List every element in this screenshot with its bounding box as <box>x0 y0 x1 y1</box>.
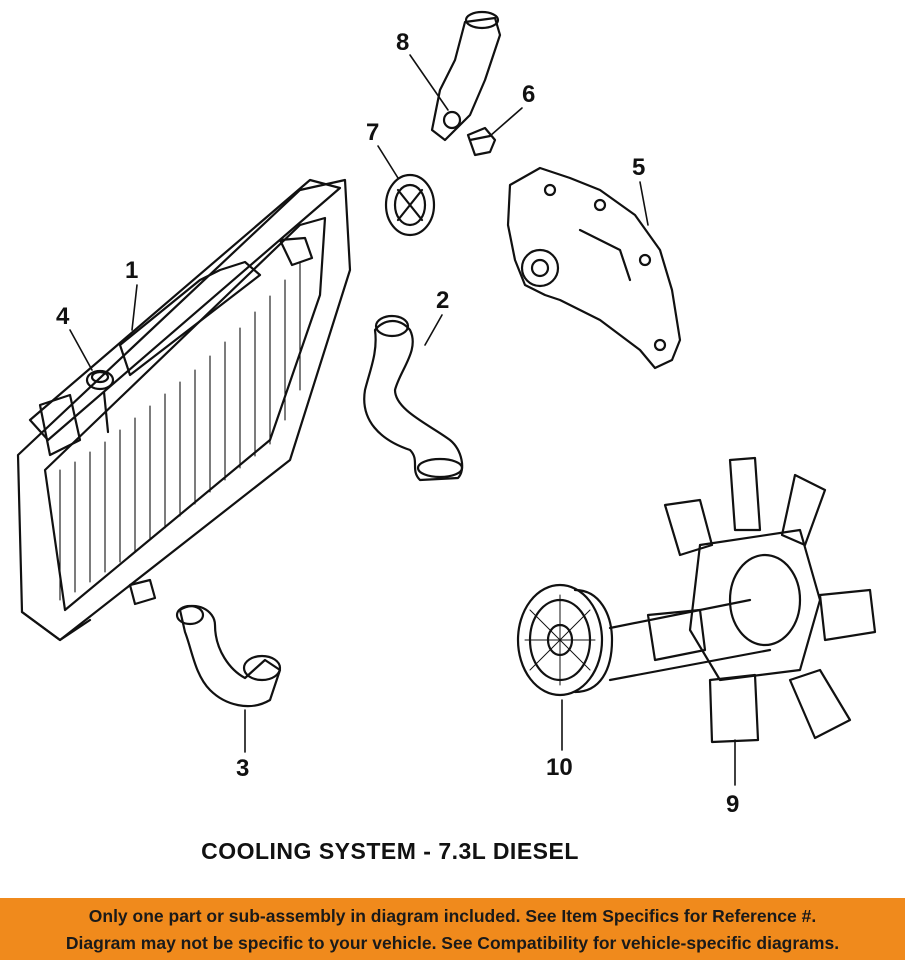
thermostat-icon <box>384 173 436 237</box>
fan-clutch-icon <box>516 583 614 697</box>
part-label-9: 9 <box>726 791 739 818</box>
disclaimer-banner: Only one part or sub-assembly in diagram… <box>0 898 905 960</box>
part-label-3: 3 <box>236 755 249 782</box>
leader-lines <box>69 54 736 786</box>
temperature-sensor-icon <box>466 126 497 157</box>
radiator-icon <box>16 178 352 642</box>
callout-labels: 1 2 3 4 5 6 7 8 9 10 <box>56 29 739 818</box>
part-label-8: 8 <box>396 29 409 56</box>
part-label-4: 4 <box>56 303 70 330</box>
part-label-7: 7 <box>366 119 379 146</box>
water-outlet-icon <box>430 10 502 142</box>
part-label-10: 10 <box>546 754 573 781</box>
cooling-system-diagram: 1 2 3 4 5 6 7 8 9 10 <box>16 10 877 818</box>
disclaimer-line-2: Diagram may not be specific to your vehi… <box>65 933 840 953</box>
lower-hose-icon <box>175 604 282 708</box>
part-label-1: 1 <box>125 257 138 284</box>
part-label-2: 2 <box>436 287 449 314</box>
part-label-5: 5 <box>632 154 645 181</box>
fan-blade-icon <box>608 456 877 744</box>
radiator-cap-icon <box>85 369 115 391</box>
water-pump-icon <box>506 166 682 370</box>
diagram-caption: COOLING SYSTEM - 7.3L DIESEL <box>201 838 579 864</box>
disclaimer-line-1: Only one part or sub-assembly in diagram… <box>88 906 817 926</box>
upper-hose-icon <box>363 314 464 482</box>
part-label-6: 6 <box>522 81 535 108</box>
